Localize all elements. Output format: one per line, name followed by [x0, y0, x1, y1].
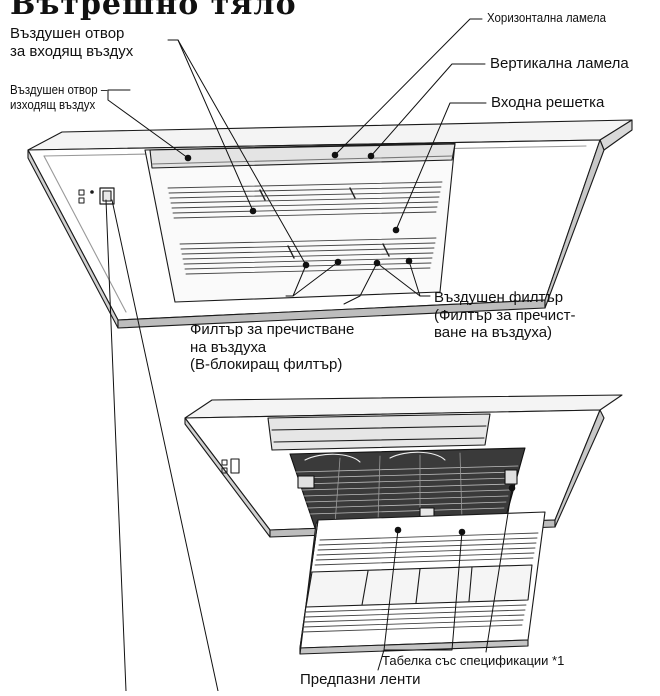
lower-unit — [185, 395, 622, 654]
label-air-filter: Въздушен филтър (Филтър за пречист- ване… — [434, 289, 576, 342]
label-vertical-vane: Вертикална ламела — [490, 55, 629, 73]
label-safety-straps: Предпазни ленти — [300, 671, 421, 689]
label-inlet-grille: Входна решетка — [491, 94, 604, 112]
label-nameplate: Табелка със спецификации *1 — [382, 653, 564, 668]
label-purifying-filter: Филтър за пречистване на въздуха (B-блок… — [190, 321, 354, 374]
label-outlet-opening: Въздушен отвор – изходящ въздух — [10, 83, 107, 113]
label-inlet-opening: Въздушен отвор за входящ въздух — [10, 25, 133, 60]
page-title: Вътрешно тяло — [10, 0, 297, 22]
label-horizontal-vane: Хоризонтална ламела — [487, 11, 606, 26]
